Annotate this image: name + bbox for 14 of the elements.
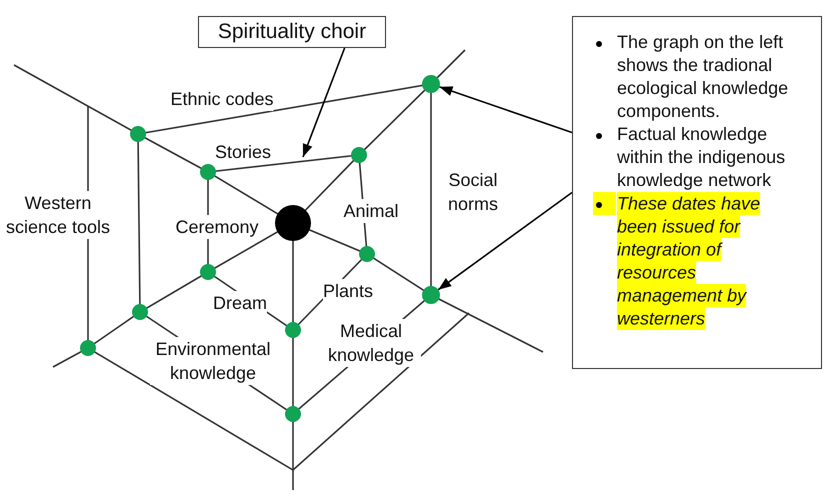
sector-label: Animal (343, 199, 399, 223)
bullet-text: Factual knowledge within the indigenous knowledge network (617, 123, 786, 192)
junction-dot (422, 286, 440, 304)
sector-label: Dream (213, 291, 267, 315)
bullet-text: The graph on the left shows the tradional ecological knowledge components. (617, 31, 790, 123)
arrow (439, 86, 572, 134)
sector-label: Ceremony (175, 215, 259, 239)
sector-label: Plants (322, 279, 374, 303)
arrow (438, 192, 572, 290)
arrow (302, 48, 346, 158)
note-box (572, 16, 822, 369)
junction-dot (422, 75, 440, 93)
callout-text: Spirituality choir (218, 20, 366, 44)
callout-box (198, 16, 386, 48)
